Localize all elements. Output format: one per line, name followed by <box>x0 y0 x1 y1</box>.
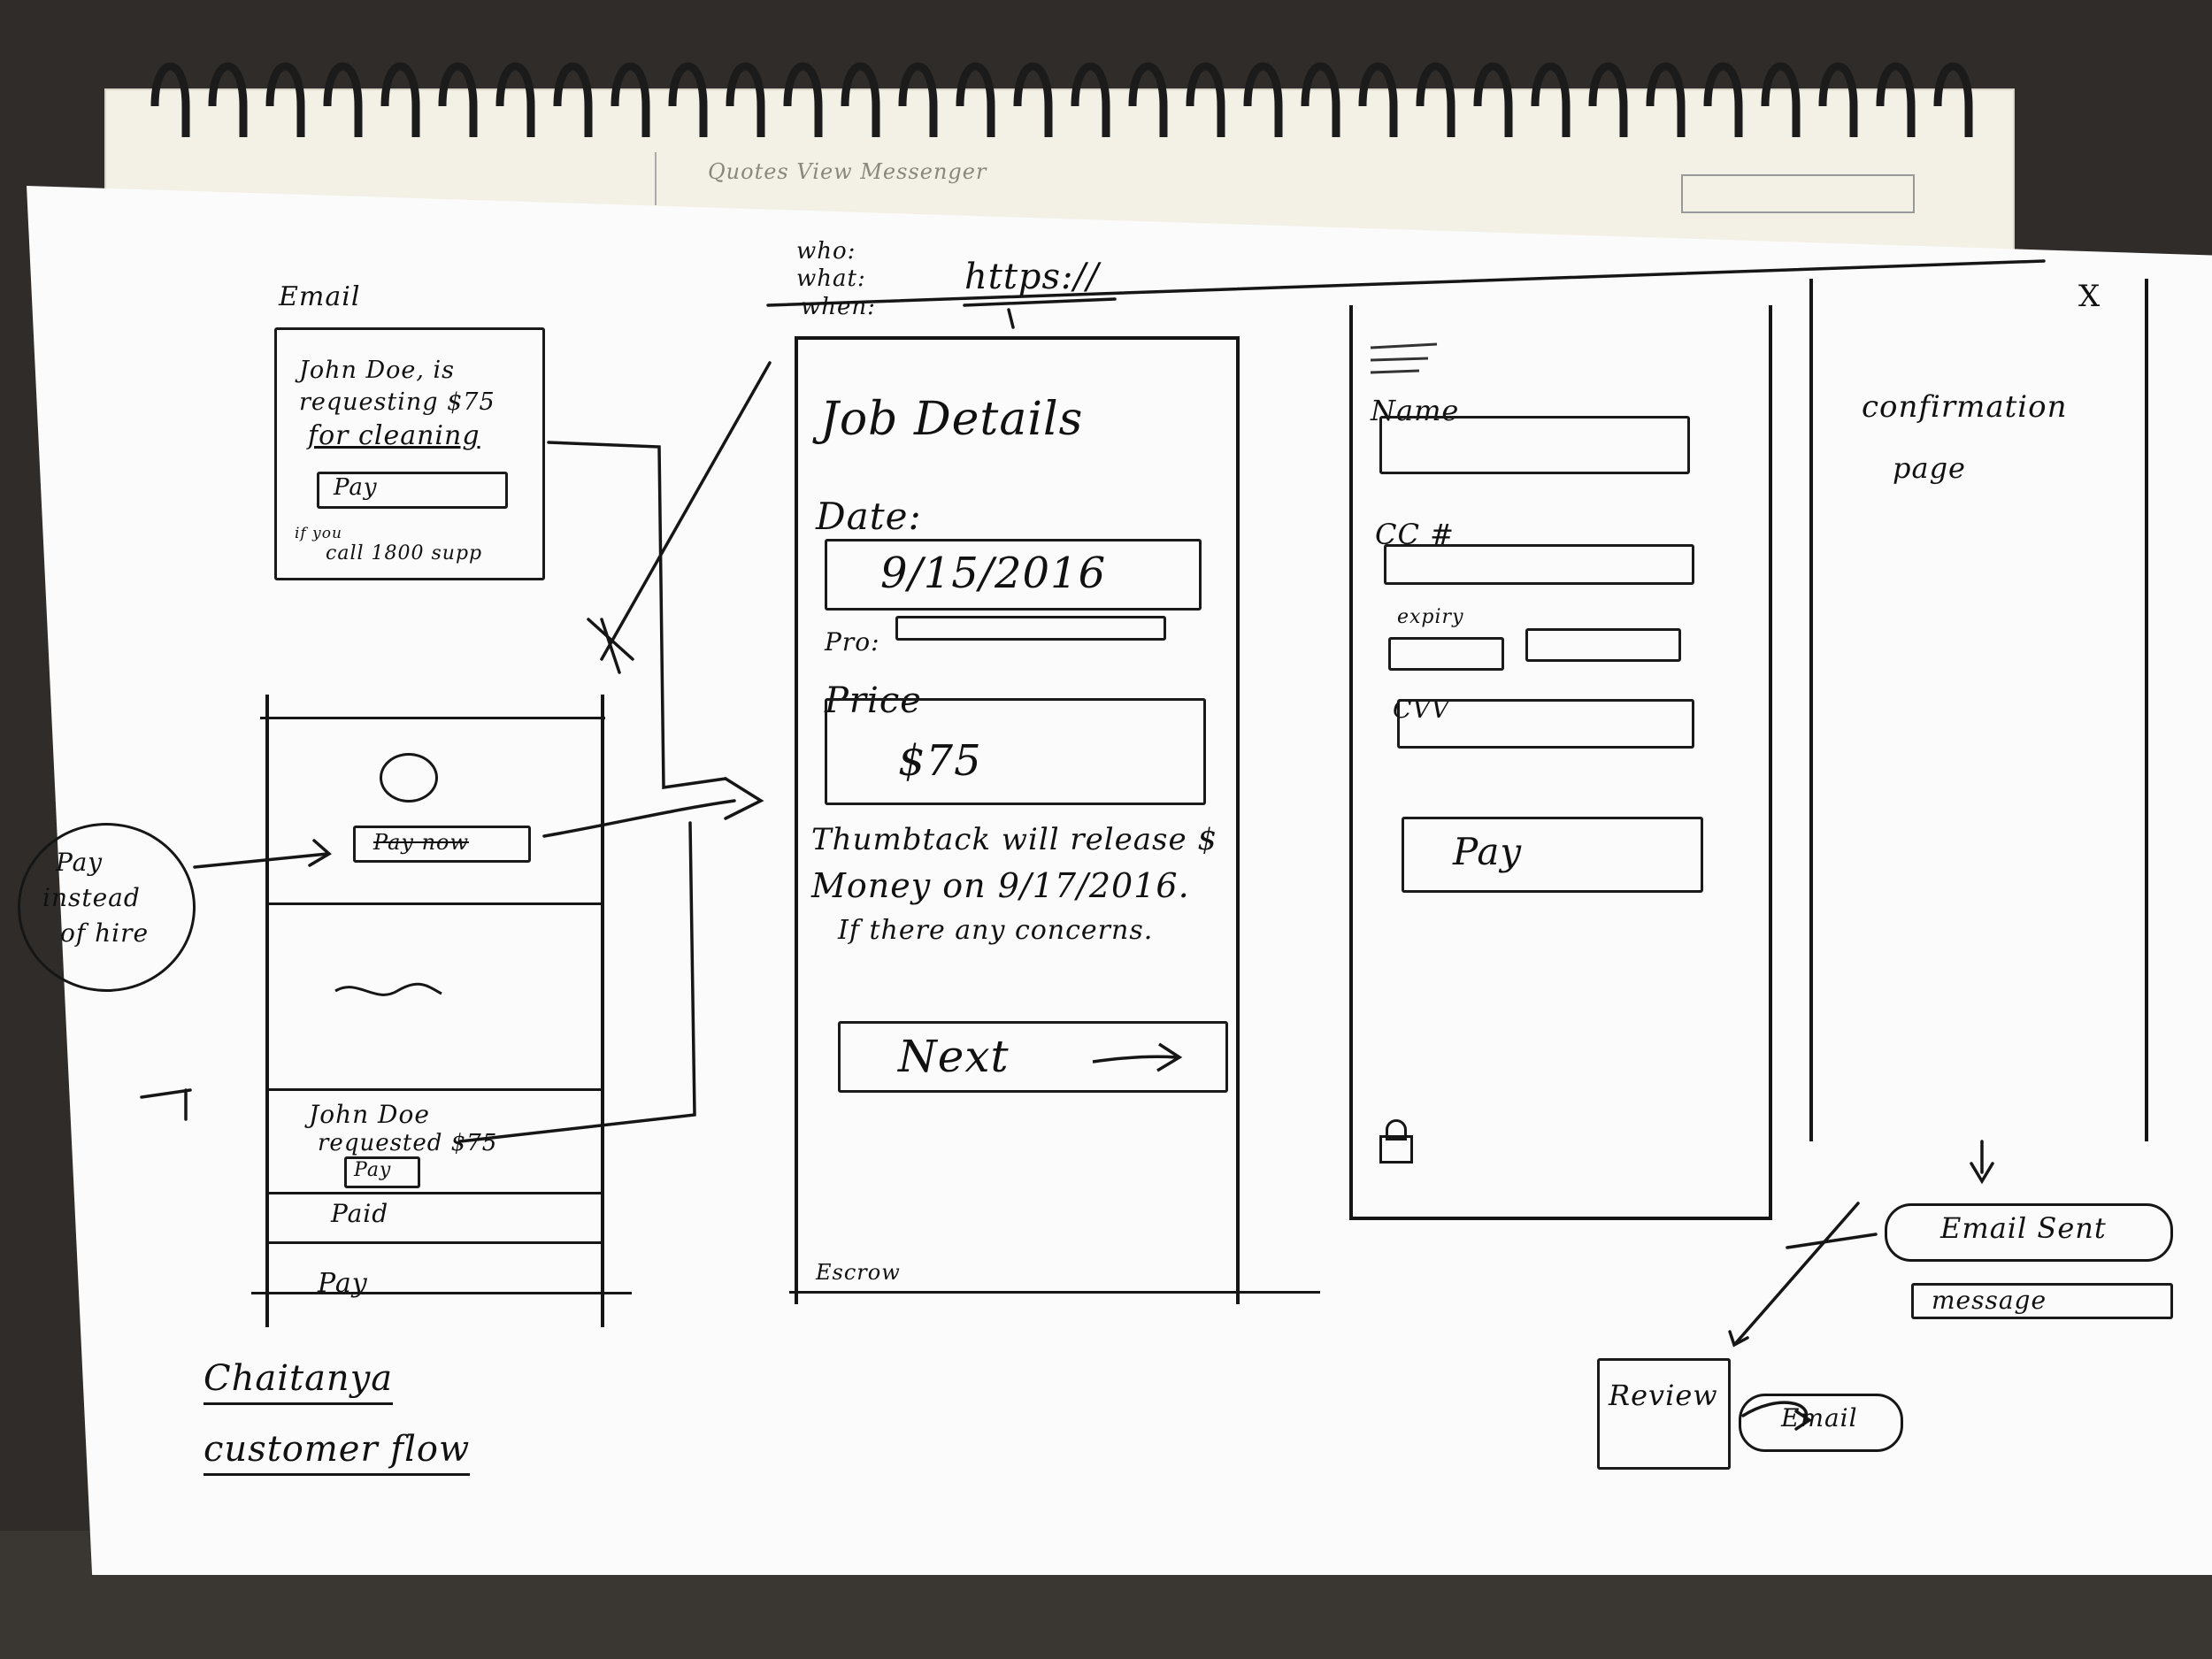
release-line-1: Thumbtack will release $ <box>811 822 1218 857</box>
messenger-divider-1 <box>269 902 601 905</box>
payment-screen: Name CC # expiry CVV Pay <box>1349 305 1772 1220</box>
spiral-binding <box>150 62 1973 137</box>
side-note-line-3: of hire <box>60 918 150 948</box>
email-line-1: John Doe, is <box>299 357 455 384</box>
messenger-divider-2 <box>269 1088 601 1091</box>
job-details-footer: Escrow <box>816 1260 901 1285</box>
email-pay-label: Pay <box>334 474 378 501</box>
date-input[interactable]: 9/15/2016 <box>825 539 1202 611</box>
job-details-title: Job Details <box>820 393 1084 446</box>
name-input[interactable] <box>1379 416 1690 474</box>
confirmation-title-line-2: page <box>1893 451 1966 485</box>
date-label: Date: <box>816 495 922 538</box>
side-note-line-2: instead <box>42 883 141 912</box>
email-line-2: requesting $75 <box>299 388 495 416</box>
payment-pay-button[interactable]: Pay <box>1402 817 1703 893</box>
email-sent-bubble: Email Sent <box>1885 1203 2173 1262</box>
email-sent-label: Email Sent <box>1940 1211 2107 1245</box>
email-line-3: for cleaning <box>308 420 480 451</box>
next-label: Next <box>898 1031 1010 1082</box>
signature-line-2: customer flow <box>204 1429 471 1476</box>
email-footer-1: if you <box>295 525 342 542</box>
side-note-bubble: Pay instead of hire <box>18 823 196 992</box>
date-value: 9/15/2016 <box>880 549 1107 598</box>
messenger-request-pay-button[interactable]: Pay <box>344 1156 420 1188</box>
price-value: $75 <box>898 736 982 786</box>
payment-pay-label: Pay <box>1453 830 1523 873</box>
review-box[interactable]: Review <box>1597 1358 1731 1470</box>
name-label: Name <box>1371 394 1460 427</box>
sketch-sheet <box>27 186 2212 1575</box>
messenger-top-line <box>260 717 605 719</box>
messenger-request-line-2: requested $75 <box>318 1130 498 1156</box>
annotation-when: when: <box>801 294 876 320</box>
messenger-divider-3 <box>269 1192 601 1194</box>
messenger-bottom-line <box>251 1292 632 1294</box>
cvv-input[interactable] <box>1397 699 1694 749</box>
arrow-right-icon <box>1092 1042 1183 1072</box>
annotation-url: https:// <box>964 257 1100 297</box>
expiry-label: expiry <box>1397 606 1464 628</box>
annotation-what: what: <box>796 265 866 292</box>
pro-label: Pro: <box>825 627 880 657</box>
lock-icon <box>1379 1119 1413 1164</box>
next-button[interactable]: Next <box>838 1021 1228 1093</box>
release-line-2: Money on 9/17/2016. <box>811 866 1190 905</box>
email-footer-2: call 1800 supp <box>326 542 483 565</box>
expiry-year-input[interactable] <box>1525 628 1681 662</box>
job-details-screen: Job Details Date: 9/15/2016 Pro: Price $… <box>789 336 1320 1304</box>
email-pay-button[interactable]: Pay <box>317 472 508 509</box>
expiry-month-input[interactable] <box>1388 637 1504 671</box>
message-label: message <box>1932 1286 2047 1315</box>
close-icon[interactable]: X <box>2078 279 2101 314</box>
price-input[interactable]: $75 <box>825 698 1206 805</box>
messenger-screen: Pay now John Doe requested $75 Pay Paid … <box>251 695 632 1327</box>
email-bubble: Email <box>1739 1394 1903 1452</box>
messenger-pay-now-button[interactable]: Pay now <box>353 826 531 863</box>
email-bubble-label: Email <box>1781 1403 1858 1432</box>
notebook-divider <box>655 152 657 205</box>
email-card: John Doe, is requesting $75 for cleaning… <box>274 327 545 580</box>
confirmation-title-line-1: confirmation <box>1862 389 2068 425</box>
signature-line-1: Chaitanya <box>204 1358 394 1405</box>
side-note-line-1: Pay <box>56 848 104 877</box>
cc-input[interactable] <box>1384 544 1694 585</box>
annotation-who: who: <box>796 238 856 265</box>
messenger-request-pay-label: Pay <box>354 1159 392 1181</box>
notebook-header: Quotes View Messenger <box>708 159 987 184</box>
squiggle-placeholder <box>334 982 442 996</box>
messenger-request-line-1: John Doe <box>309 1100 430 1129</box>
menu-icon[interactable] <box>1366 341 1446 376</box>
review-label: Review <box>1609 1379 1718 1412</box>
job-details-bottom-line <box>789 1291 1320 1294</box>
price-label: Price <box>825 680 922 721</box>
notebook-sketch-box <box>1681 174 1915 213</box>
email-heading: Email <box>279 281 361 312</box>
avatar <box>380 753 438 803</box>
messenger-paid-label: Paid <box>331 1199 389 1228</box>
release-line-3: If there any concerns. <box>838 915 1154 946</box>
messenger-divider-4 <box>269 1241 601 1244</box>
confirmation-screen: X confirmation page <box>1809 279 2148 1141</box>
messenger-pay-now-label: Pay now <box>373 830 470 855</box>
pro-input[interactable] <box>895 616 1166 641</box>
message-field[interactable]: message <box>1911 1283 2173 1319</box>
